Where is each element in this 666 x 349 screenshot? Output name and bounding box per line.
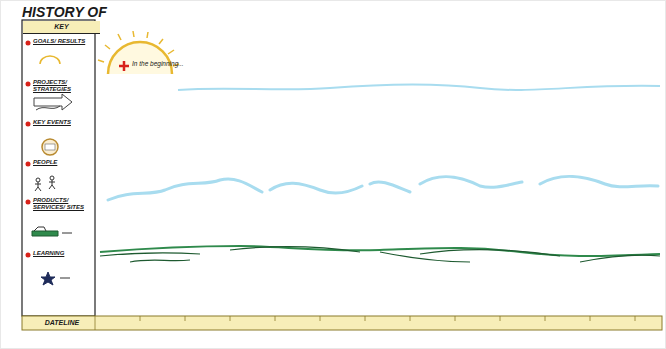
legend-entry: KEY EVENTS [33, 119, 91, 126]
hill-line [100, 246, 660, 256]
note-label: In the beginning... [132, 60, 184, 67]
dateline-band [22, 316, 662, 330]
dateline-box: DATELINE [23, 317, 101, 329]
legend-entry: GOALS/ RESULTS [33, 38, 91, 45]
legend-entry: PRODUCTS/ SERVICES/ SITES [33, 197, 91, 211]
legend-entry: LEARNING [33, 250, 91, 257]
legend-entry: PEOPLE [33, 159, 91, 166]
hill-strokes [100, 246, 660, 262]
key-header: KEY [23, 21, 100, 34]
sun [98, 31, 179, 74]
key-bullets [26, 41, 31, 258]
key-panel [22, 20, 95, 316]
legend-entry: PROJECTS/ STRATEGIES [33, 79, 91, 93]
node-text: DATELINE [23, 317, 101, 329]
cloud-line [108, 176, 658, 200]
dateline-ticks [95, 316, 635, 330]
map-title: HISTORY OF [22, 4, 107, 20]
sky-line [178, 84, 660, 90]
node-text: KEY [23, 21, 100, 33]
